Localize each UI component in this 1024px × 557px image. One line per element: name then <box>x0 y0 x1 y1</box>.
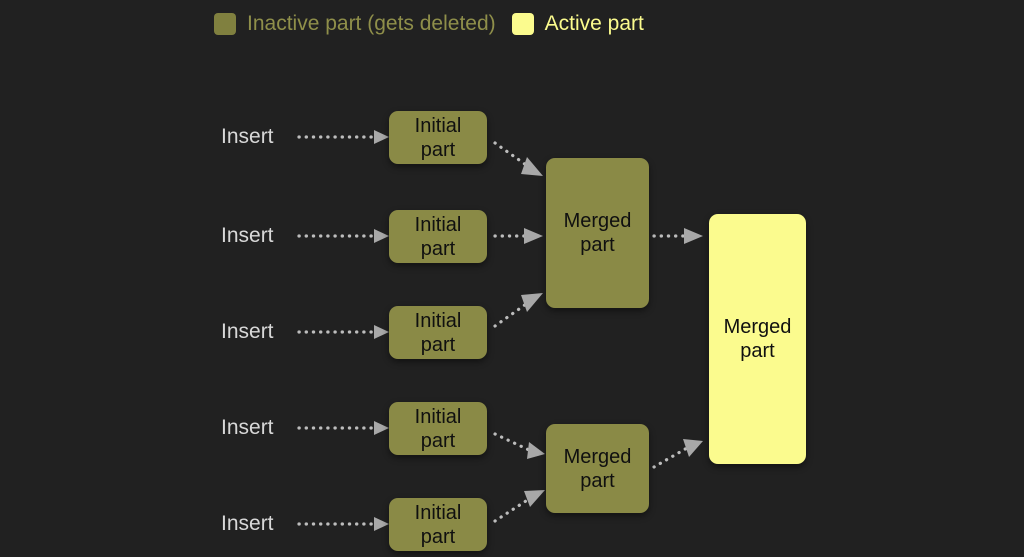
initial-part-label: Initial part <box>414 114 462 161</box>
insert-arrow-2 <box>297 229 389 243</box>
initial-part-label: Initial part <box>414 213 462 260</box>
insert-arrow-3 <box>297 325 389 339</box>
merge-arrow-3 <box>493 293 543 328</box>
insert-arrow-1 <box>297 130 389 144</box>
merge-arrow-2 <box>493 228 543 244</box>
initial-part-box-4[interactable]: Initial part <box>389 402 487 455</box>
insert-label-3: Insert <box>221 320 274 343</box>
initial-part-box-2[interactable]: Initial part <box>389 210 487 263</box>
initial-part-box-1[interactable]: Initial part <box>389 111 487 164</box>
insert-label-4: Insert <box>221 416 274 439</box>
initial-part-label: Initial part <box>414 309 462 356</box>
merge-arrow-1 <box>493 141 543 176</box>
insert-label-1: Insert <box>221 125 274 148</box>
initial-part-box-5[interactable]: Initial part <box>389 498 487 551</box>
legend-item-inactive: Inactive part (gets deleted) <box>214 13 496 35</box>
merge-arrow-4 <box>493 432 545 459</box>
legend: Inactive part (gets deleted) Active part <box>214 10 644 38</box>
insert-label-5: Insert <box>221 512 274 535</box>
insert-arrow-5 <box>297 517 389 531</box>
merge-arrow-5 <box>493 490 545 523</box>
insert-arrow-4 <box>297 421 389 435</box>
final-merged-part-box[interactable]: Merged part <box>709 214 806 464</box>
merged-part-label: Merged part <box>563 445 632 492</box>
insert-label-2: Insert <box>221 224 274 247</box>
initial-part-label: Initial part <box>414 405 462 452</box>
final-merged-part-label: Merged part <box>723 316 792 362</box>
initial-part-label: Initial part <box>414 501 462 548</box>
inactive-swatch-icon <box>214 13 236 35</box>
legend-label-active: Active part <box>544 12 644 35</box>
legend-label-inactive: Inactive part (gets deleted) <box>247 12 496 35</box>
merged-part-box-1[interactable]: Merged part <box>546 158 649 308</box>
merged-part-box-2[interactable]: Merged part <box>546 424 649 513</box>
final-arrow-top <box>652 228 703 244</box>
final-arrow-bottom <box>652 439 703 469</box>
merged-part-label: Merged part <box>563 210 632 256</box>
legend-item-active: Active part <box>511 12 644 35</box>
active-swatch-icon <box>511 13 534 35</box>
initial-part-box-3[interactable]: Initial part <box>389 306 487 359</box>
